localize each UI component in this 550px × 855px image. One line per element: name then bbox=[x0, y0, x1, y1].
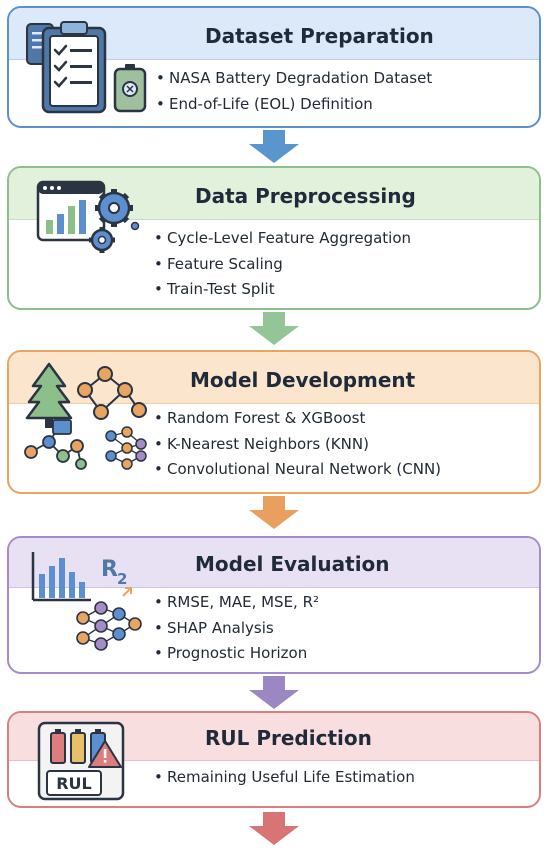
ml-models-icon bbox=[21, 360, 151, 472]
stage-rul-prediction: RUL Prediction RUL Remaining Useful Life… bbox=[7, 711, 541, 808]
list-item: RMSE, MAE, MSE, R² bbox=[154, 590, 319, 616]
bullet-list: Random Forest & XGBoost K-Nearest Neighb… bbox=[154, 406, 441, 483]
list-item: End-of-Life (EOL) Definition bbox=[156, 92, 432, 118]
list-item: Convolutional Neural Network (CNN) bbox=[154, 457, 441, 483]
chart-gears-icon bbox=[34, 180, 144, 262]
rul-battery-icon: RUL bbox=[37, 721, 127, 803]
down-arrow-icon bbox=[248, 312, 300, 350]
list-item: Remaining Useful Life Estimation bbox=[154, 765, 415, 791]
bullet-list: NASA Battery Degradation Dataset End-of-… bbox=[156, 66, 432, 117]
list-item: Prognostic Horizon bbox=[154, 641, 319, 667]
list-item: Train-Test Split bbox=[154, 277, 411, 303]
bullet-list: RMSE, MAE, MSE, R² SHAP Analysis Prognos… bbox=[154, 590, 319, 667]
stage-model-development: Model Development bbox=[7, 350, 541, 494]
down-arrow-icon bbox=[248, 130, 300, 168]
list-item: Feature Scaling bbox=[154, 252, 411, 278]
stage-header bbox=[9, 352, 539, 404]
list-item: Cycle-Level Feature Aggregation bbox=[154, 226, 411, 252]
stage-title: Dataset Preparation bbox=[205, 24, 434, 48]
metrics-network-icon: R 2 bbox=[27, 548, 143, 656]
list-item: Random Forest & XGBoost bbox=[154, 406, 441, 432]
stage-header bbox=[9, 538, 539, 588]
stage-dataset-preparation: Dataset Preparation NASA Battery Degrada… bbox=[7, 6, 541, 128]
list-item: SHAP Analysis bbox=[154, 616, 319, 642]
rul-label: RUL bbox=[56, 774, 92, 793]
stage-title: Data Preprocessing bbox=[195, 184, 416, 208]
bullet-list: Remaining Useful Life Estimation bbox=[154, 765, 415, 791]
r2-subscript: 2 bbox=[117, 570, 127, 588]
stage-title: Model Development bbox=[190, 368, 416, 392]
clipboard-battery-icon bbox=[23, 16, 153, 120]
stage-model-evaluation: Model Evaluation R 2 bbox=[7, 536, 541, 674]
list-item: K-Nearest Neighbors (KNN) bbox=[154, 432, 441, 458]
list-item: NASA Battery Degradation Dataset bbox=[156, 66, 432, 92]
stage-title: RUL Prediction bbox=[205, 726, 372, 750]
down-arrow-icon bbox=[248, 496, 300, 534]
down-arrow-icon bbox=[248, 676, 300, 714]
r2-label: R bbox=[101, 557, 118, 582]
stage-data-preprocessing: Data Preprocessing bbox=[7, 166, 541, 310]
down-arrow-icon bbox=[248, 812, 300, 850]
bullet-list: Cycle-Level Feature Aggregation Feature … bbox=[154, 226, 411, 303]
stage-title: Model Evaluation bbox=[195, 552, 390, 576]
